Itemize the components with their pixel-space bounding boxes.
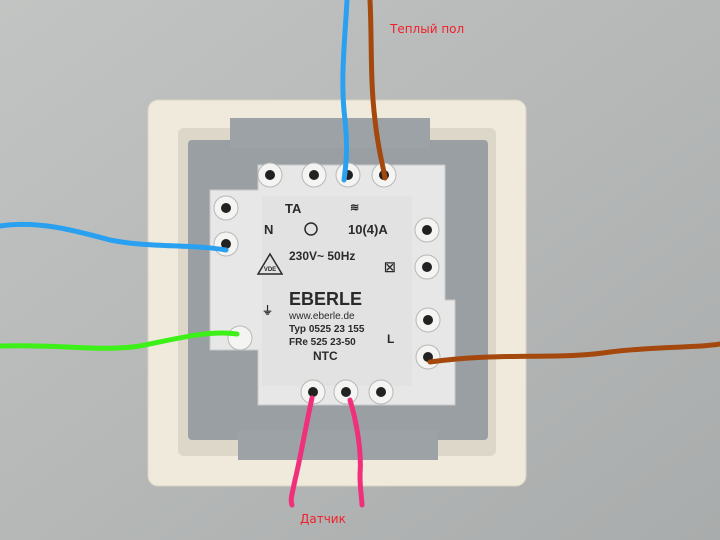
voltage-rating: 230V~ 50Hz [289,249,355,263]
vde-mark-text: VDE [264,267,276,273]
pink-wire-left [288,395,315,508]
terminal-screws [221,170,433,397]
ntc-label: NTC [313,349,338,363]
current-rating: 10(4)A [348,222,388,237]
website-text: www.eberle.de [288,311,355,322]
heating-icon: ≋ [350,202,359,214]
label-panel [262,196,412,386]
brand-logo: EBERLE [289,289,362,309]
l-label: L [387,332,394,346]
n-label: N [264,222,273,237]
pink-wire-right [347,397,365,508]
blue-wire-top [340,0,350,183]
ta-label: TA [285,201,302,216]
clock-icon [304,222,318,236]
plate-top-tab [230,118,430,148]
weee-bin-icon: ☒ [384,260,396,275]
brown-wire-top [367,0,388,181]
floor-heating-label: Теплый пол [390,22,465,36]
fre-code: FRe 525 23-50 [289,337,356,348]
plate-bottom-tab [238,430,438,460]
vde-mark-icon [256,252,284,275]
brown-wire-right [427,341,720,365]
ground-icon: ⏚ [262,304,273,317]
type-code: Typ 0525 23 155 [289,324,365,335]
sensor-label: Датчик [300,512,346,526]
green-wire-left [0,330,240,351]
blue-wire-left [0,221,229,253]
